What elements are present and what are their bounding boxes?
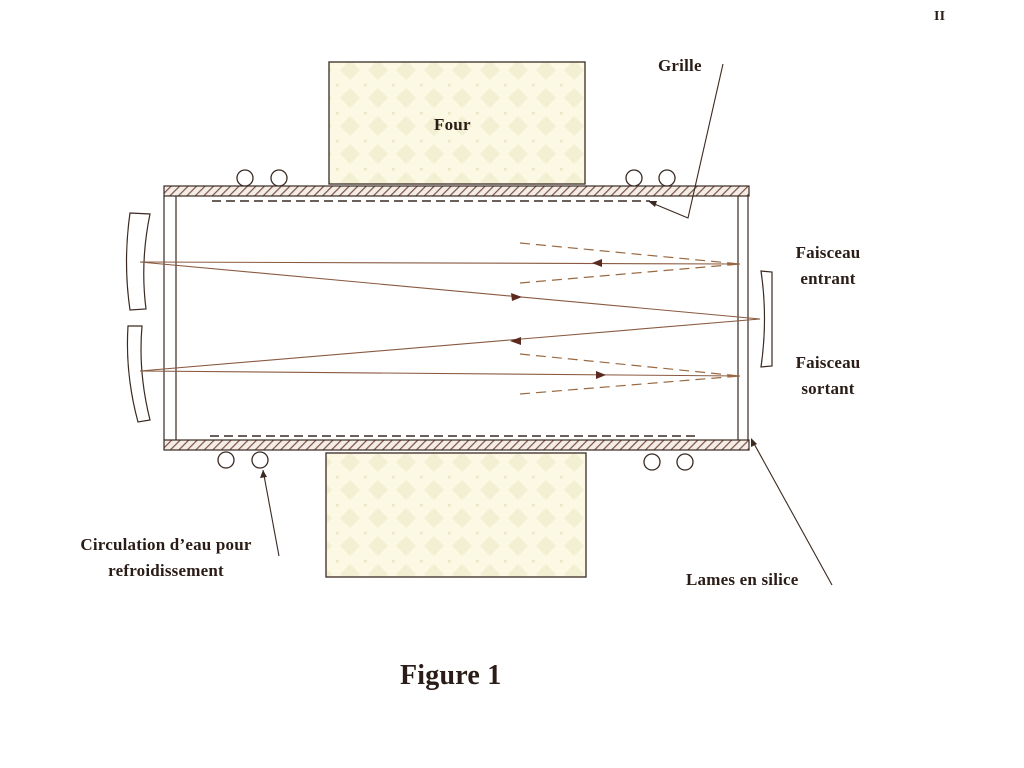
furnace-bottom — [325, 452, 587, 578]
grid-leader — [651, 63, 724, 219]
beam-out-line-1: Faisceau — [795, 353, 861, 372]
windows-leader — [751, 439, 833, 586]
arrow-head — [648, 201, 657, 207]
beam-cones — [519, 242, 741, 395]
cooling-label: Circulation d’eau pour refroidissement — [54, 532, 278, 584]
cooling-pipe — [270, 169, 288, 187]
mirror-left-upper — [125, 212, 151, 311]
mirror-left-lower — [126, 325, 151, 423]
arrow-head — [751, 438, 757, 447]
cooling-line-2: refroidissement — [108, 561, 224, 580]
beam-in-line-1: Faisceau — [795, 243, 861, 262]
cooling-pipe — [236, 169, 254, 187]
furnace-top — [328, 61, 586, 185]
cooling-pipe — [625, 169, 643, 187]
beam-arrows — [510, 259, 606, 379]
arrow-head — [596, 371, 606, 379]
mirror-right — [760, 270, 773, 368]
silica-windows-label: Lames en silice — [686, 570, 799, 589]
cooling-circles — [217, 169, 694, 471]
cooling-line-1: Circulation d’eau pour — [80, 535, 252, 554]
cooling-pipe — [658, 169, 676, 187]
arrow-head — [260, 470, 267, 478]
tube-wall-top — [163, 185, 750, 197]
leader-arrows — [260, 201, 757, 478]
page-number: II — [934, 9, 946, 24]
tube-end-left — [163, 196, 177, 440]
tube-wall-bottom — [163, 439, 750, 451]
arrow-head — [510, 337, 521, 345]
grid-label: Grille — [658, 56, 702, 75]
arrow-head — [592, 259, 602, 267]
beam-paths — [139, 261, 761, 377]
beam-in-label: Faisceau entrant — [786, 240, 870, 292]
figure-caption: Figure 1 — [400, 660, 502, 691]
arrow-head — [511, 293, 522, 301]
furnace-label: Four — [434, 115, 471, 134]
leader-lines — [262, 63, 833, 586]
beam-out-line-2: sortant — [801, 379, 855, 398]
cooling-pipe — [676, 453, 694, 471]
cooling-pipe — [251, 451, 269, 469]
cooling-pipe — [217, 451, 235, 469]
beam-in-line-2: entrant — [800, 269, 856, 288]
beam-out-label: Faisceau sortant — [786, 350, 870, 402]
cooling-pipe — [643, 453, 661, 471]
cooling-leader — [262, 469, 280, 557]
